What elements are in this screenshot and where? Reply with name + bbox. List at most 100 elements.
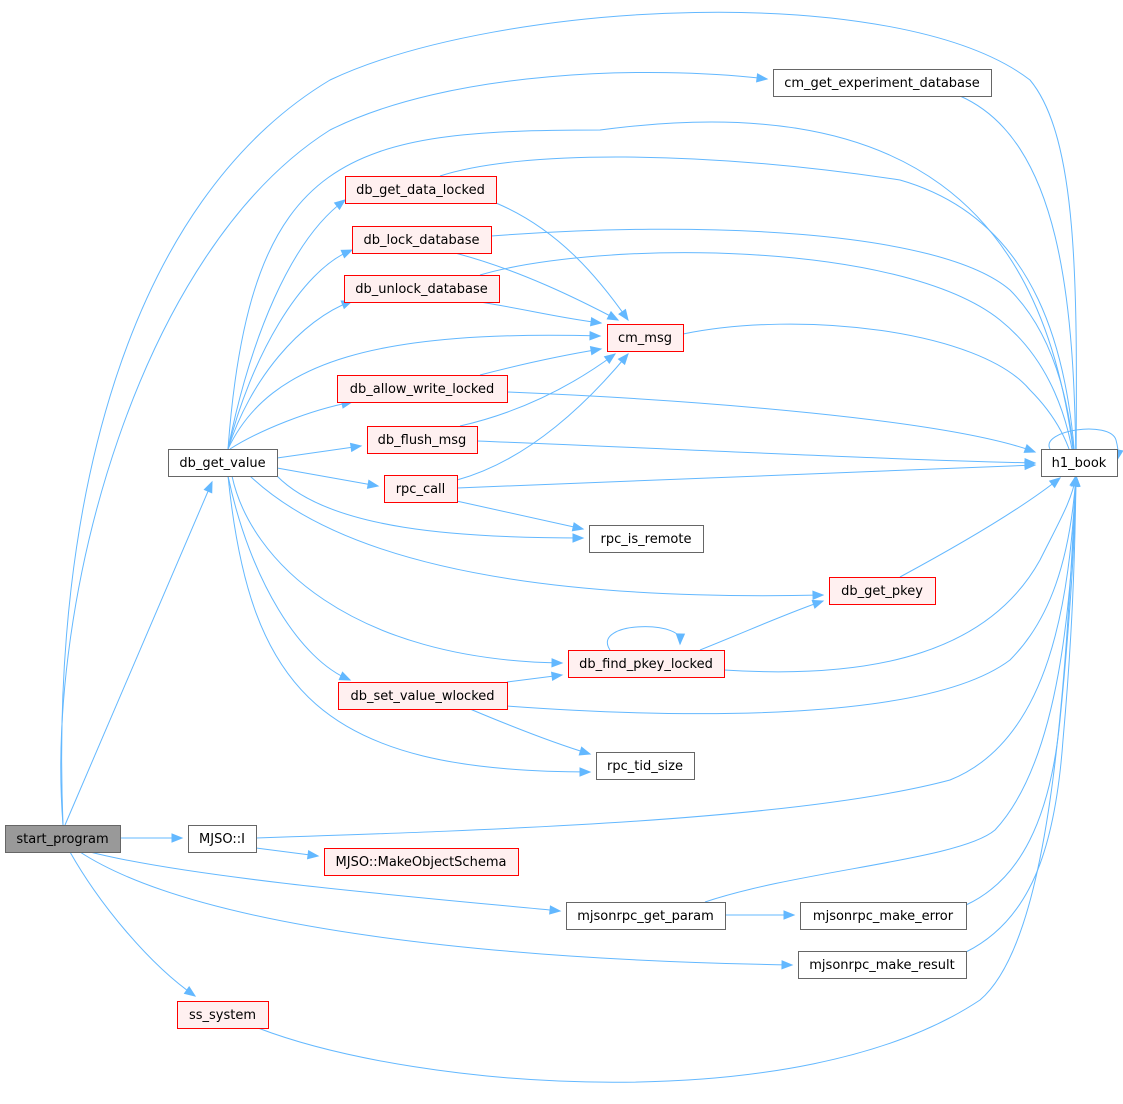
node-label: ss_system [189,1008,256,1023]
edge-db_get_value-to-db_get_pkey [249,475,825,600]
node-db-allow-write-locked[interactable]: db_allow_write_locked [337,375,508,403]
edge-line [469,708,591,755]
node-box [352,226,492,254]
edge-db_unlock_database-to-h1_book [479,252,1080,478]
node-mjso-makeobjectschema[interactable]: MJSO::MakeObjectSchema [324,848,519,876]
edge-line [227,199,346,450]
edge-line [899,477,1061,578]
node-label: db_unlock_database [355,282,488,297]
edge-db_set_value_wlocked-to-rpc_tid_size [469,708,592,756]
node-label: MJSO::I [199,832,245,847]
node-box [798,951,967,979]
edge-line [495,202,629,321]
node-h1-book[interactable]: h1_book [1041,449,1118,477]
edge-db_get_pkey-to-h1_book [899,477,1062,578]
edge-line [704,475,1077,903]
node-rpc-is-remote[interactable]: rpc_is_remote [589,525,704,553]
node-box [773,69,992,97]
edge-line [69,851,196,997]
edge-line [459,353,616,427]
edge-arrowhead [203,480,213,494]
nodes-layer: start_program db_get_value cm_get_experime… [5,69,1118,1029]
node-rpc-tid-size[interactable]: rpc_tid_size [596,752,695,780]
edge-line [682,323,1077,477]
edge-arrowhead [340,249,354,259]
edge-arrowhead [551,658,564,668]
edge-db_flush_msg-to-cm_msg [459,353,617,427]
node-label: db_get_value [179,456,265,471]
edge-line [276,445,362,459]
edge-db_get_value-to-db_find_pkey_locked [231,475,564,668]
node-box [324,848,519,876]
edge-MJSO_I-to-MJSO_MakeObjectSchema [255,847,320,860]
edge-arrowhead [783,910,796,920]
edge-db_get_value-to-db_allow_write_locked [229,399,354,450]
edge-start_program-to-ss_system [69,851,197,997]
edge-arrowhead [571,522,585,532]
node-label: mjsonrpc_get_param [577,909,714,924]
edge-line [490,228,1077,477]
edge-start_program-to-cm_get_experiment_database [60,72,769,826]
node-box [829,577,936,605]
edge-line [965,475,1077,906]
node-db-get-pkey[interactable]: db_get_pkey [829,577,936,605]
node-label: rpc_is_remote [601,532,692,547]
edge-start_program-to-h1_book [61,11,1081,826]
edge-arrowhead [756,73,769,83]
node-db-set-value-wlocked[interactable]: db_set_value_wlocked [338,682,508,710]
edge-db_get_value-to-rpc_tid_size [227,475,592,777]
node-start-program[interactable]: start_program [5,825,121,853]
node-mjsonrpc-make-error[interactable]: mjsonrpc_make_error [800,902,967,930]
node-box [367,426,478,454]
edge-arrowhead [579,767,592,777]
edge-line [249,475,824,597]
edge-start_program-to-mjsonrpc_get_param [89,851,562,915]
edge-arrowhead [366,479,380,489]
edge-arrowhead [333,199,347,211]
edge-line [231,475,563,664]
edge-db_allow_write_locked-to-h1_book [506,391,1037,453]
node-db-get-data-locked[interactable]: db_get_data_locked [345,176,497,204]
edge-db_get_value-to-db_get_data_locked [227,199,347,450]
edge-arrowhead [589,330,602,341]
edge-db_get_value-to-db_lock_database [227,249,354,450]
edge-line [227,121,1077,477]
node-label: cm_msg [618,331,672,346]
node-rpc-call[interactable]: rpc_call [384,475,458,503]
edge-line [723,475,1077,673]
node-cm-get-experiment-database[interactable]: cm_get_experiment_database [773,69,992,97]
node-db-get-value[interactable]: db_get_value [168,449,278,477]
node-box [1041,449,1118,477]
edge-db_lock_database-to-cm_msg [454,252,620,321]
node-label: mjsonrpc_make_result [809,958,954,973]
node-mjsonrpc-get-param[interactable]: mjsonrpc_get_param [566,902,726,930]
node-label: db_set_value_wlocked [350,689,494,704]
node-db-flush-msg[interactable]: db_flush_msg [367,426,478,454]
edges-layer [60,11,1123,1083]
node-mjso-i[interactable]: MJSO::I [188,825,257,853]
node-db-unlock-database[interactable]: db_unlock_database [344,275,500,303]
node-label: db_lock_database [363,233,479,248]
node-mjsonrpc-make-result[interactable]: mjsonrpc_make_result [798,951,967,979]
node-cm-msg[interactable]: cm_msg [607,324,684,352]
node-box [589,525,704,553]
node-db-find-pkey-locked[interactable]: db_find_pkey_locked [568,650,725,678]
edge-db_get_value-to-rpc_call [276,467,380,489]
edge-arrowhead [812,590,825,600]
node-box [607,324,684,352]
edge-line [479,252,1077,477]
node-box [338,682,508,710]
edge-start_program-to-db_get_value [64,480,213,826]
edge-arrowhead [550,671,564,682]
node-box [344,275,500,303]
node-db-lock-database[interactable]: db_lock_database [352,226,492,254]
node-box [800,902,967,930]
edge-line [965,475,1077,953]
edge-mjsonrpc_get_param-to-mjsonrpc_make_error [725,910,796,920]
edge-line [276,475,584,539]
node-box [596,752,695,780]
edge-line [456,353,629,481]
edge-arrowhead [589,346,603,356]
node-ss-system[interactable]: ss_system [177,1001,269,1029]
